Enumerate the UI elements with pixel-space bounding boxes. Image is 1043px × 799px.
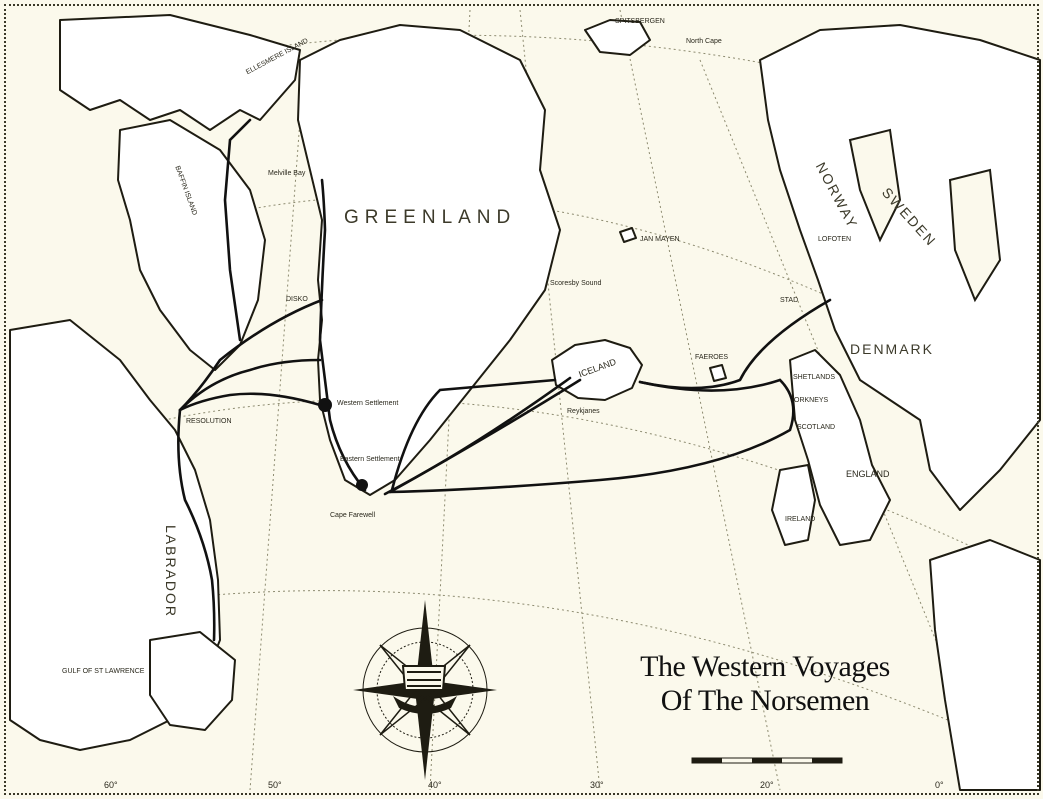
label-lofoten: LOFOTEN xyxy=(818,236,852,243)
longitude-20: 20° xyxy=(760,780,774,790)
ellesmere-land xyxy=(59,14,301,131)
label-orkneys: ORKNEYS xyxy=(794,397,829,404)
spitsbergen-land xyxy=(584,19,651,56)
faeroes-land xyxy=(709,364,727,382)
label-scotland: SCOTLAND xyxy=(797,424,836,431)
route-western-baffin xyxy=(178,392,322,412)
greenland-land xyxy=(297,24,561,496)
longitude-30: 30° xyxy=(590,780,604,790)
label-scoresby-sound: Scoresby Sound xyxy=(550,280,602,287)
viking-longship-icon xyxy=(393,660,457,714)
label-melville-bay: Melville Bay xyxy=(268,170,306,177)
label-gulf-st-lawrence: GULF OF ST LAWRENCE xyxy=(62,668,145,675)
scandinavia-land xyxy=(759,24,1041,511)
route-iceland-faeroes xyxy=(638,378,782,392)
label-ireland: IRELAND xyxy=(785,516,816,523)
jan-mayen-land xyxy=(619,227,637,243)
land-masses xyxy=(9,14,1041,791)
route-shetland-farewell xyxy=(388,378,795,494)
europe-land xyxy=(929,539,1041,791)
compass-rose-icon xyxy=(353,600,497,780)
route-labrador xyxy=(177,408,216,642)
longitude-40: 40° xyxy=(428,780,442,790)
label-england: ENGLAND xyxy=(846,469,890,479)
route-iceland-farewell-b xyxy=(383,376,572,496)
route-to-disko xyxy=(178,298,324,412)
label-resolution: RESOLUTION xyxy=(186,418,232,425)
voyage-routes xyxy=(177,118,832,642)
route-ellesmere xyxy=(223,118,252,342)
label-faeroes: FAEROES xyxy=(695,354,729,361)
route-iceland-eastern xyxy=(390,378,557,492)
label-denmark: DENMARK xyxy=(850,341,935,357)
map-title-line1: The Western Voyages xyxy=(640,650,890,683)
route-north-baffin xyxy=(178,358,322,412)
label-western-settlement: Western Settlement xyxy=(337,400,399,407)
eastern-settlement-marker xyxy=(356,479,368,491)
map-title-line2: Of The Norsemen xyxy=(660,684,870,717)
label-labrador: LABRADOR xyxy=(163,525,179,619)
ireland-land xyxy=(771,464,816,546)
label-greenland: GREENLAND xyxy=(344,207,517,228)
longitude-0: 0° xyxy=(935,780,944,790)
label-eastern-settlement: Eastern Settlement xyxy=(340,456,400,463)
label-spitsbergen: SPITSBERGEN xyxy=(615,18,665,25)
label-cape-farewell: Cape Farewell xyxy=(330,512,376,519)
britain-land xyxy=(789,349,891,546)
longitude-60: 60° xyxy=(104,780,118,790)
label-disko: DISKO xyxy=(286,296,308,303)
longitude-50: 50° xyxy=(268,780,282,790)
newfoundland-land xyxy=(149,631,236,731)
lakes xyxy=(848,128,1002,303)
label-north-cape: North Cape xyxy=(686,38,722,45)
settlement-markers xyxy=(318,398,368,491)
baffin-land xyxy=(117,119,266,371)
label-reykjanes: Reykjanes xyxy=(567,408,600,415)
label-shetlands: SHETLANDS xyxy=(793,374,836,381)
map-title: The Western Voyages Of The Norsemen xyxy=(600,650,930,718)
label-jan-mayen: JAN MAYEN xyxy=(640,236,680,243)
iceland-land xyxy=(551,339,643,401)
route-greenland-coast xyxy=(318,178,367,492)
label-stad: STAD xyxy=(780,297,799,304)
scale-bar xyxy=(691,757,843,764)
western-settlement-marker xyxy=(318,398,332,412)
